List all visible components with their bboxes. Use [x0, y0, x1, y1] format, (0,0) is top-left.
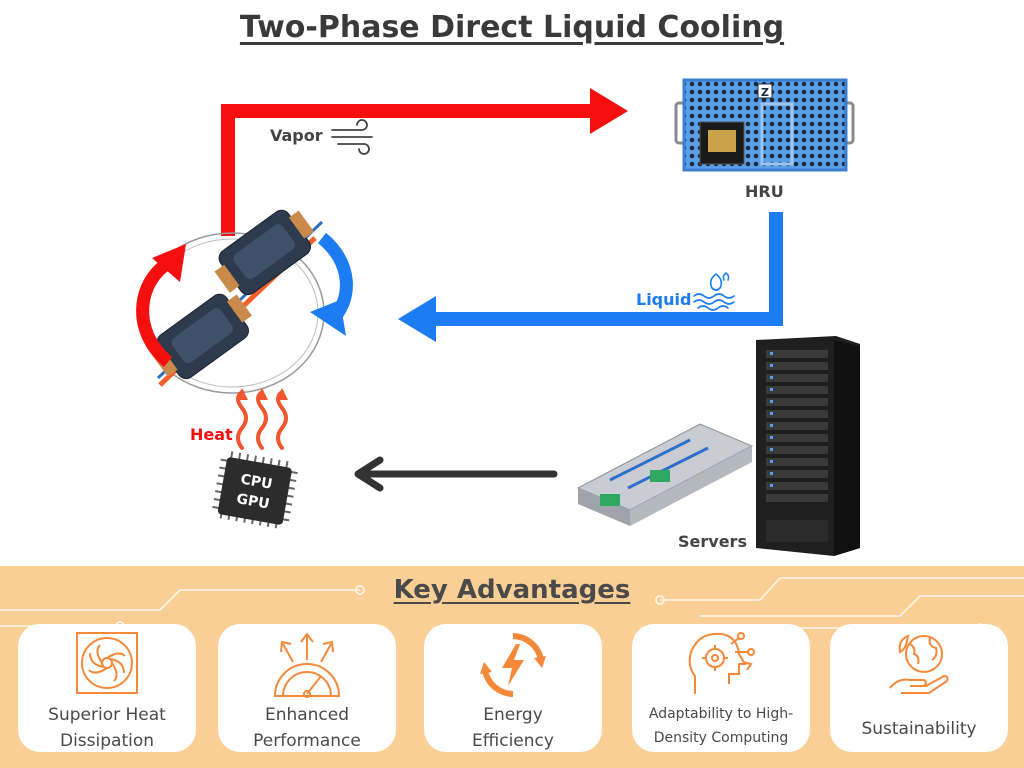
advantage-line-1: Adaptability to High- [648, 706, 794, 722]
advantage-line-1: Superior Heat [48, 705, 166, 725]
chip-label-cpu: CPU [239, 471, 273, 492]
wind-icon [331, 119, 373, 155]
advantage-line-1: Sustainability [861, 719, 977, 739]
vapor-label: Vapor [270, 126, 323, 145]
server-flow-arrow [354, 456, 558, 492]
advantage-line-2: Density Computing [653, 730, 789, 746]
server-blades [576, 423, 754, 526]
vapor-flow-arrow [221, 88, 628, 236]
cold-plate-module [136, 209, 353, 394]
brain-gear-icon [688, 632, 755, 694]
advantage-line-1: Enhanced [264, 705, 350, 725]
hru-logo: Z [761, 86, 769, 99]
servers-label: Servers [678, 532, 747, 551]
cpu-gpu-chip: CPU GPU [212, 451, 298, 529]
hru-unit: Z [674, 78, 855, 172]
advantage-line-1: Energy [483, 705, 543, 725]
gauge-icon [273, 632, 341, 698]
hru-label: HRU [745, 182, 784, 201]
advantage-text: Sustainability [830, 716, 1008, 742]
advantage-text: Enhanced Performance [218, 702, 396, 754]
heat-waves-icon [236, 388, 288, 450]
advantage-text: Adaptability to High- Density Computing [632, 702, 810, 750]
cooling-diagram: Z [136, 78, 860, 556]
key-advantages-title: Key Advantages [393, 575, 631, 605]
page-title: Two-Phase Direct Liquid Cooling [239, 10, 785, 45]
liquid-flow-arrow [398, 212, 783, 342]
advantage-text: Energy Efficiency [424, 702, 602, 754]
advantage-line-2: Dissipation [59, 731, 155, 751]
advantage-card-energy: Energy Efficiency [424, 624, 602, 752]
advantage-line-2: Performance [253, 731, 361, 751]
advantage-card-sustainability: Sustainability [830, 624, 1008, 752]
globe-hand-icon [889, 634, 949, 694]
advantage-card-performance: Enhanced Performance [218, 624, 396, 752]
server-rack [756, 336, 860, 556]
energy-cycle-icon [480, 633, 546, 697]
liquid-label: Liquid [636, 290, 692, 309]
water-icon [693, 271, 735, 311]
advantage-line-2: Efficiency [472, 731, 554, 751]
advantage-card-heat-dissipation: Superior Heat Dissipation [18, 624, 196, 752]
advantage-text: Superior Heat Dissipation [18, 702, 196, 754]
advantage-card-adaptability: Adaptability to High- Density Computing [632, 624, 810, 752]
heat-label: Heat [190, 425, 233, 444]
chip-label-gpu: GPU [235, 491, 270, 513]
fan-icon [76, 632, 138, 694]
